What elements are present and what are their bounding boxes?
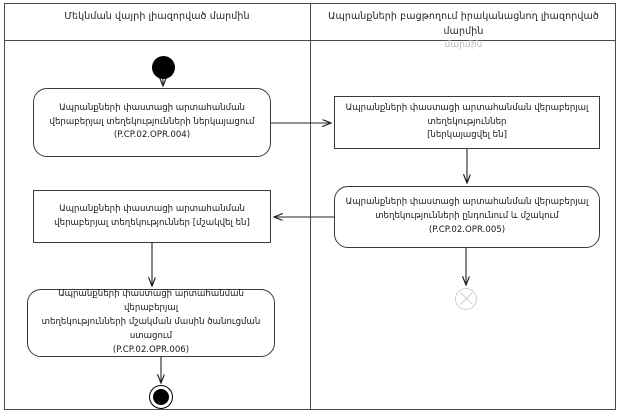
object-node-a2-label: Ապրանքների փաստացի արտահանման վերաբերյալ… [54, 203, 250, 228]
object-node-export-info-processed[interactable]: Ապրանքների փաստացի արտահանման վերաբերյալ… [33, 190, 271, 243]
object-node-export-info-submitted[interactable]: Ապրանքների փաստացի արտահանման վերաբերյալ… [334, 96, 600, 149]
swimlane-header-separator [4, 40, 616, 41]
swimlane-title-right-faded: մարմին [444, 40, 483, 51]
action-node-a1-label: Ապրանքների փաստացի արտահանման վերաբերյալ… [49, 102, 255, 141]
initial-node [152, 56, 175, 79]
action-node-receive-processing-notification[interactable]: Ապրանքների փաստացի արտահանման վերաբերյալ… [27, 289, 275, 357]
swimlane-divider [310, 3, 311, 410]
activity-final-node [149, 385, 173, 409]
swimlane-title-right-text: Ապրանքների բացթողում իրականացնող լիազորվ… [328, 11, 599, 37]
object-node-b1-label: Ապրանքների փաստացի արտահանման վերաբերյալ… [345, 102, 589, 141]
action-node-receive-process-export-info[interactable]: Ապրանքների փաստացի արտահանման վերաբերյալ… [334, 186, 600, 248]
action-node-submit-export-info[interactable]: Ապրանքների փաստացի արտահանման վերաբերյալ… [33, 88, 271, 157]
swimlane-title-left-text: Մեկնման վայրի լիազորված մարմին [64, 11, 250, 22]
flow-final-node [455, 288, 477, 310]
swimlane-title-left: Մեկնման վայրի լիազորված մարմին [6, 10, 308, 25]
action-node-a3-label: Ապրանքների փաստացի արտահանման վերաբերյալ… [41, 289, 261, 355]
swimlane-title-right: Ապրանքների բացթողում իրականացնող լիազորվ… [313, 10, 614, 53]
action-node-b2-label: Ապրանքների փաստացի արտահանման վերաբերյալ… [345, 197, 589, 235]
